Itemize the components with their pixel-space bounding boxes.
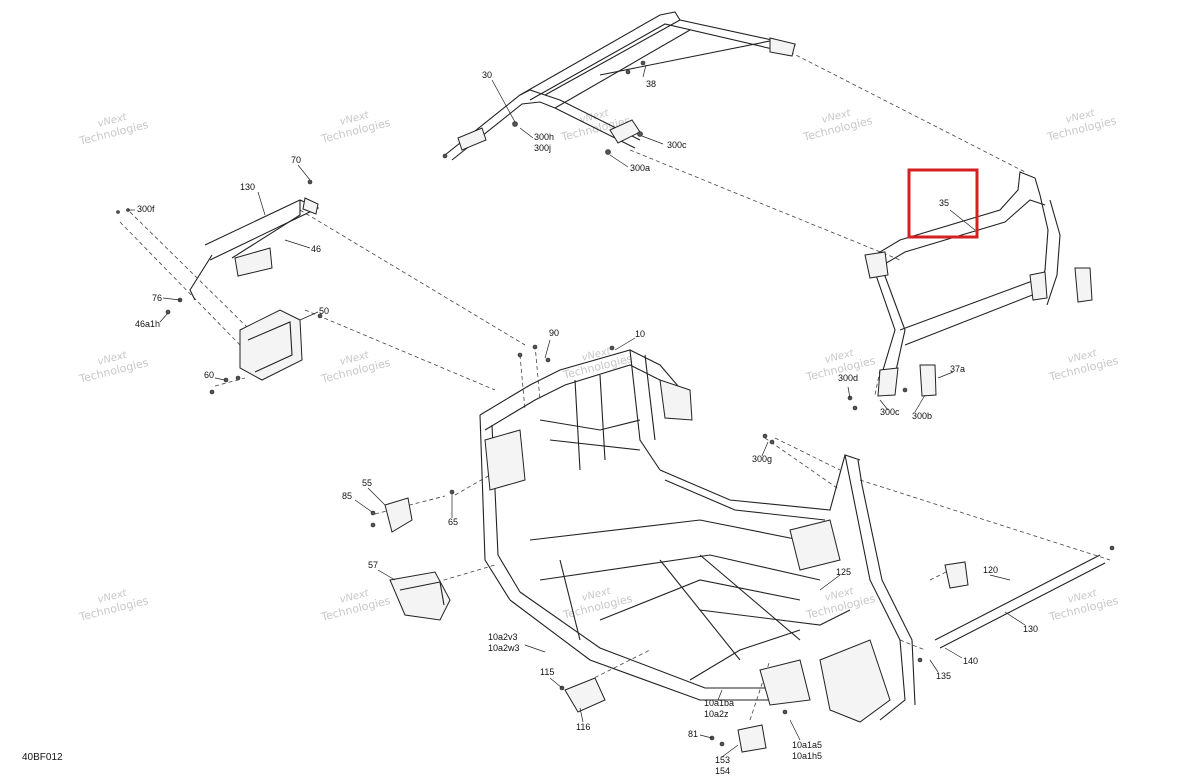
callout-135: 135 [936,671,951,681]
callout-85: 85 [342,491,352,501]
callout-57: 57 [368,560,378,570]
callout-115: 115 [540,667,554,677]
callout-125: 125 [836,567,851,577]
callout-46a1h: 46a1h [135,319,160,329]
document-id: 40BF012 [22,752,63,763]
callout-140: 140 [963,656,978,666]
callout-300j: 300j [534,143,551,153]
roof-bar-assembly [442,11,796,161]
callout-300f: 300f [137,204,155,214]
highlight-box [907,168,979,239]
callout-300d: 300d [838,373,858,383]
callout-300c-top: 300c [667,140,687,150]
callout-37a: 37a [950,364,965,374]
callout-70: 70 [291,155,301,165]
callout-38: 38 [646,79,656,89]
callout-10a2w3: 10a2w3 [488,643,520,653]
mount-55 [370,489,455,533]
side-brace [116,179,320,315]
callout-81: 81 [688,729,698,739]
callout-10a1ba: 10a1ba [704,698,734,708]
callout-120: 120 [983,565,998,575]
callout-300g: 300g [752,454,772,464]
mount-57 [389,571,451,621]
callout-10a1a5: 10a1a5 [792,740,822,750]
callout-10: 10 [635,329,645,339]
callout-10a2z: 10a2z [704,709,729,719]
bracket-115 [559,677,606,713]
leader-lines [128,64,1026,758]
callout-76: 76 [152,293,162,303]
callout-300c-right: 300c [880,407,900,417]
callout-153: 153 [715,755,730,765]
callout-130-top: 130 [240,182,255,192]
callout-300b: 300b [912,411,932,421]
callout-300a: 300a [630,163,650,173]
callout-35: 35 [939,198,949,208]
callout-65: 65 [448,517,458,527]
callout-55: 55 [362,478,372,488]
callout-10a1h5: 10a1h5 [792,751,822,761]
callout-30: 30 [482,70,492,80]
hardware [517,344,908,445]
callout-46: 46 [311,244,321,254]
side-rail [917,545,1115,663]
callout-10a2v3: 10a2v3 [488,632,518,642]
callout-50: 50 [319,306,329,316]
callout-60: 60 [204,370,214,380]
callout-labels: 30 38 300h 300j 300c 300a 70 130 300f 46… [135,70,1038,776]
bracket-50 [209,309,323,395]
assembly-lines [119,51,1111,721]
front-roof-bar [864,171,1093,397]
callout-130-right: 130 [1023,624,1038,634]
callout-154: 154 [715,766,730,776]
callout-90: 90 [549,328,559,338]
main-frame [479,349,916,723]
callout-116: 116 [576,722,590,732]
callout-300h: 300h [534,132,554,142]
